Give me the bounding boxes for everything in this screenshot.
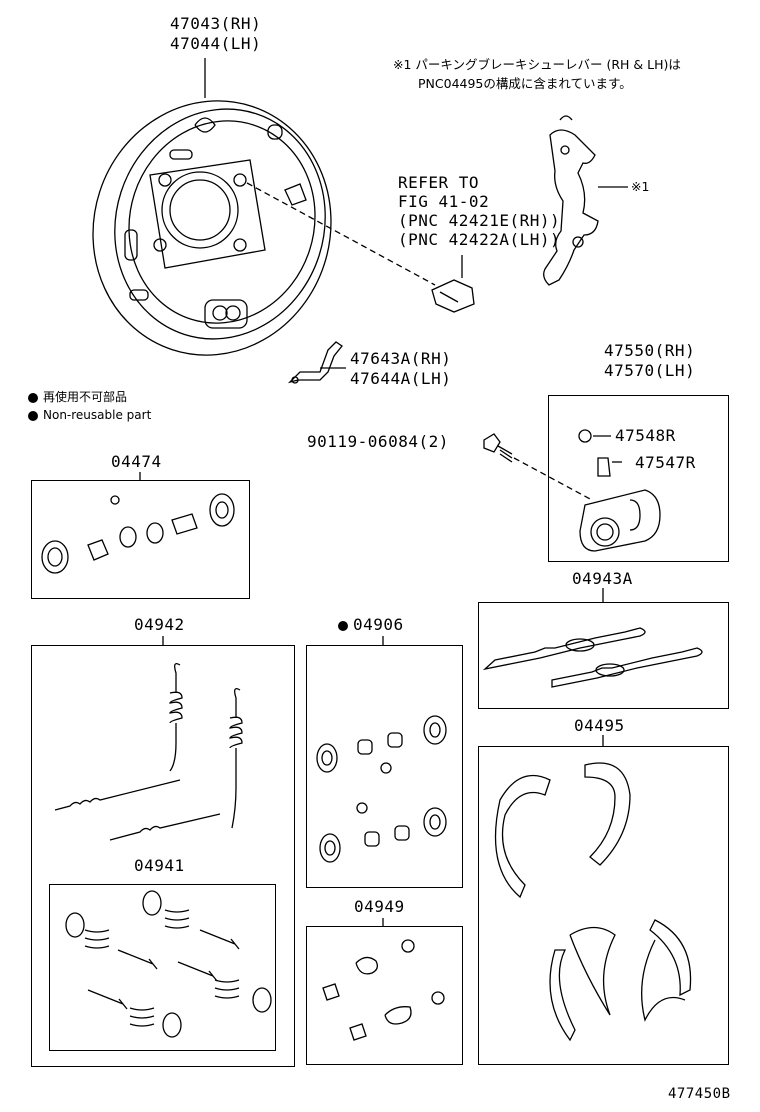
refer-line4: (PNC 42422A(LH)) [398, 230, 561, 249]
refer-line2: FIG 41-02 [398, 192, 490, 211]
label-47643A: 47643A(RH) [350, 349, 452, 368]
label-47548R: 47548R [615, 426, 676, 445]
wheel-cylinder-box [548, 395, 729, 562]
kit-04949-drawing [322, 918, 445, 1041]
label-47644A: 47644A(LH) [350, 369, 452, 388]
label-04474: 04474 [111, 452, 162, 471]
label-47547R: 47547R [635, 453, 696, 472]
figure-id: 477450B [668, 1086, 731, 1102]
label-47550: 47550(RH) [604, 341, 696, 360]
label-04942: 04942 [134, 615, 185, 634]
non-reusable-dot-icon [28, 410, 38, 421]
kit-04941-drawing [65, 890, 272, 1038]
backing-plate-drawing [92, 58, 436, 356]
kit-04906-drawing [316, 636, 447, 863]
hub-bolt-drawing [431, 255, 475, 313]
kit-04949-box [306, 926, 463, 1065]
non-reusable-dot-icon [28, 392, 38, 403]
label-90119: 90119-06084(2) [307, 432, 449, 451]
kit-04942-drawing [54, 636, 243, 841]
label-47570: 47570(LH) [604, 361, 696, 380]
legend-non-reusable-ja: 再使用不可部品 [28, 387, 127, 407]
kit-04906-box [306, 645, 463, 888]
lever-mark: ※1 [631, 179, 650, 194]
label-04943A: 04943A [572, 569, 633, 588]
non-reusable-dot-icon [338, 620, 348, 631]
label-04495: 04495 [574, 716, 625, 735]
strut-drawing [287, 341, 346, 384]
kit-04943A-drawing [482, 588, 703, 688]
kit-04495-box [478, 746, 729, 1065]
kit-04943A-box [478, 602, 729, 709]
bleeder-bolt-drawing [483, 433, 593, 501]
lever-note-line1: ※1 パーキングブレーキシューレバー (RH & LH)は [393, 57, 681, 72]
kit-04495-drawing [494, 735, 692, 1042]
kit-04941-box [49, 884, 276, 1051]
parking-lever-drawing [543, 115, 628, 286]
refer-line1: REFER TO [398, 173, 480, 192]
label-47043: 47043(RH) [170, 14, 262, 33]
kit-04474-drawing [41, 472, 235, 574]
label-04949: 04949 [354, 897, 405, 916]
lever-note-line2: PNC04495の構成に含まれています。 [418, 76, 632, 91]
legend-non-reusable-en: Non-reusable part [28, 405, 151, 425]
label-04941: 04941 [134, 856, 185, 875]
label-47044: 47044(LH) [170, 34, 262, 53]
kit-04474-box [31, 480, 250, 599]
wheel-cylinder-drawing [578, 429, 661, 552]
label-04906: 04906 [338, 615, 404, 635]
refer-line3: (PNC 42421E(RH)) [398, 211, 561, 230]
kit-04942-box [31, 645, 295, 1067]
